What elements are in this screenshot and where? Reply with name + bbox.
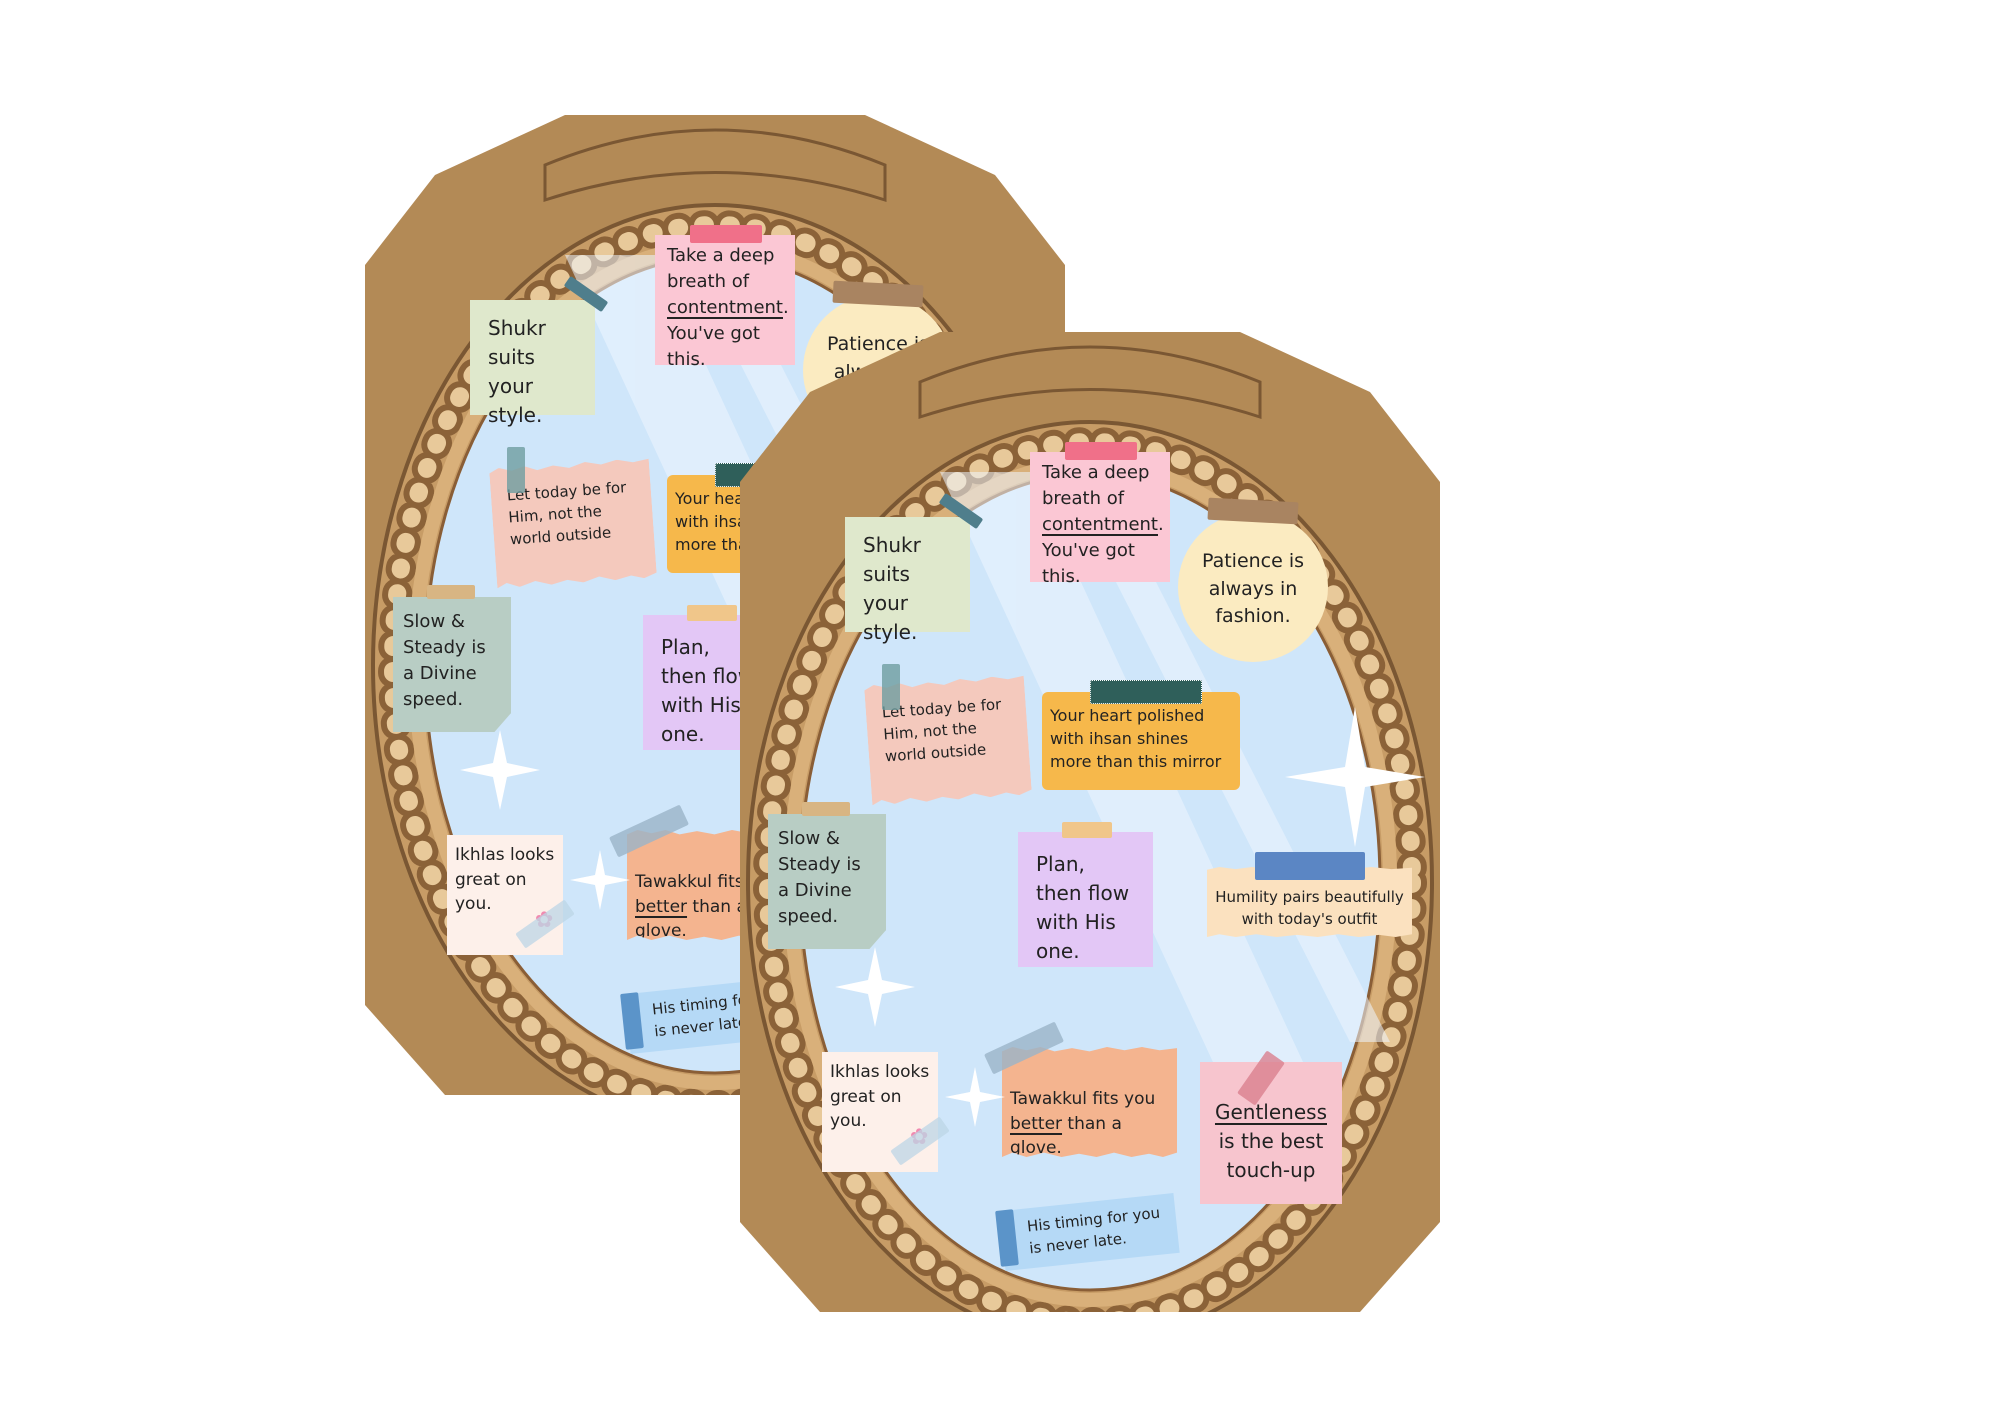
tape [690,225,762,243]
tape [832,280,924,308]
note-slow: Slow & Steady is a Divine speed. [393,597,511,732]
note-shukr-text: Shukr suits your style. [863,533,921,644]
note-deep-breath: Take a deep breath of contentment. You'v… [655,235,795,370]
note-slow: Slow & Steady is a Divine speed. [768,814,886,949]
note-tawakkul-b: than a glove. [1010,1113,1122,1159]
note-shukr: Shukr suits your style. [845,517,970,644]
note-tawakkul-a: Tawakkul fits you [1010,1089,1156,1109]
note-deep-breath-underlined: contentment [667,297,783,319]
note-deep-breath: Take a deep breath of contentment. You'v… [1030,452,1170,587]
note-ikhlas-text: Ikhlas looks great on you. [830,1062,930,1132]
note-timing-text: His timing for you is never late. [1026,1203,1161,1258]
tape [802,802,850,816]
note-slow-text: Slow & Steady is a Divine speed. [403,611,486,711]
note-plan-text: Plan, then flow with His one. [1036,852,1130,963]
note-gentleness-b: is the best touch-up [1218,1129,1324,1182]
note-ikhlas: Ikhlas looks great on you. [822,1052,938,1172]
note-ikhlas: Ikhlas looks great on you. [447,835,563,955]
note-patience-text: Patience is always in fashion. [1201,550,1305,628]
tape [882,664,900,710]
note-deep-breath-a: Take a deep breath of [1042,462,1150,510]
mirror-card-front: Shukr suits your style. Take a deep brea… [740,322,1440,1312]
sparkle-icon [460,730,540,810]
tape [1062,822,1112,838]
sparkle-icon [1285,707,1425,847]
frame-top-crest [918,345,1262,420]
note-slow-text: Slow & Steady is a Divine speed. [778,828,861,928]
note-shukr: Shukr suits your style. [470,300,595,427]
note-tawakkul-underlined: better [635,896,688,917]
tape [1255,852,1365,880]
sparkle-icon [835,947,915,1027]
note-patience: Patience is always in fashion. [1178,512,1328,662]
tape [1207,497,1299,525]
note-plan: Plan, then flow with His one. [1018,832,1153,967]
sparkle-icon [570,850,630,910]
note-humility-text: Humility pairs beautifully with today's … [1215,888,1404,928]
note-heart: Your heart polished with ihsan shines mo… [1042,692,1240,790]
tape [1090,680,1202,704]
tape [687,605,737,621]
note-tawakkul: Tawakkul fits you better than a glove. [1002,1047,1177,1157]
tape [1065,442,1137,460]
note-tawakkul-b: than a glove. [635,896,747,942]
frame-top-crest [543,128,887,203]
note-deep-breath-b: . You've got this. [667,297,789,371]
note-deep-breath-underlined: contentment [1042,514,1158,536]
tape [427,585,475,599]
note-shukr-text: Shukr suits your style. [488,316,546,427]
note-deep-breath-b: . You've got this. [1042,514,1164,588]
note-gentleness-underlined: Gentleness [1214,1100,1327,1124]
note-plan-text: Plan, then flow with His one. [661,635,755,746]
note-deep-breath-a: Take a deep breath of [667,245,775,293]
note-gentleness: Gentleness is the best touch-up [1200,1062,1342,1204]
sparkle-icon [945,1067,1005,1127]
note-ikhlas-text: Ikhlas looks great on you. [455,845,555,915]
note-tawakkul-underlined: better [1010,1113,1063,1134]
tape [507,447,525,493]
note-heart-text: Your heart polished with ihsan shines mo… [1050,706,1222,772]
